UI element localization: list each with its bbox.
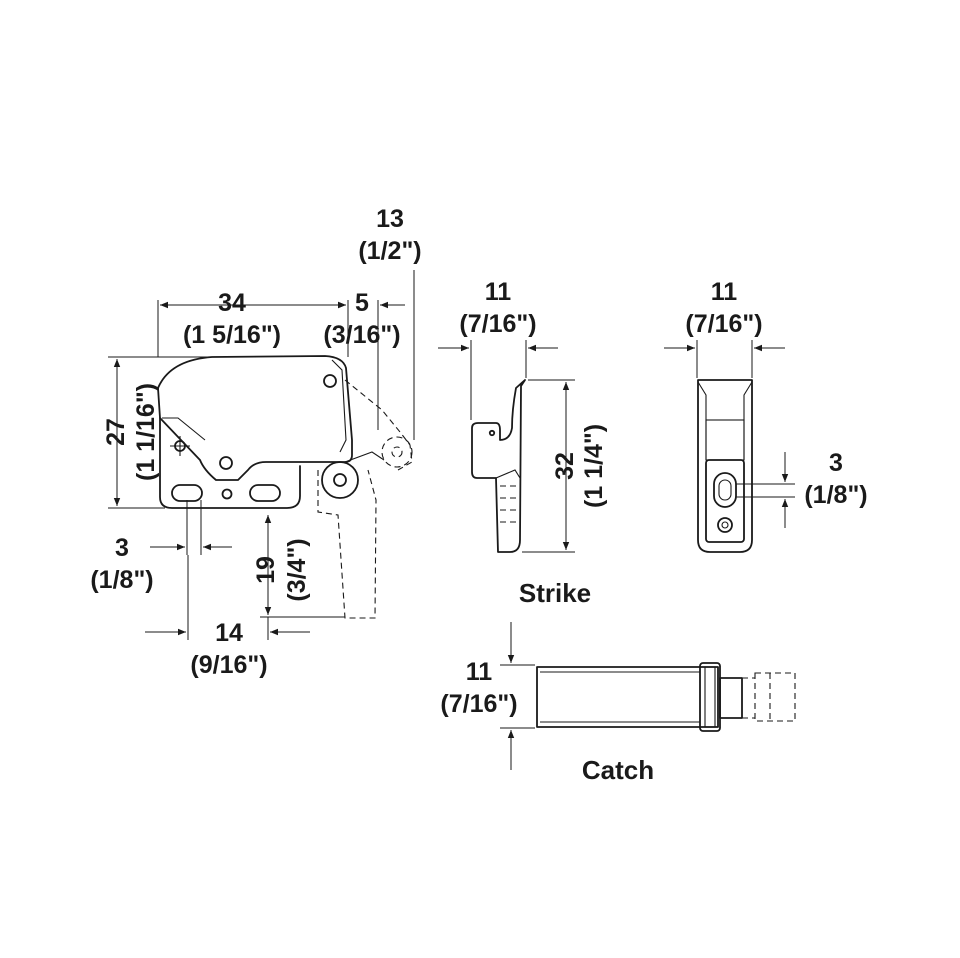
dim-32-mm: 32 [551,452,579,480]
dimension-catch-height-11: 11 (7/16") [440,622,535,770]
catch-label: Catch [582,755,654,785]
dimension-travel-13: 13 (1/2") [358,205,422,440]
dim-catch-11-inch: (7/16") [440,690,517,718]
catch-top-view [536,662,796,732]
dim-14-mm: 14 [215,619,243,647]
dim-front-11-mm: 11 [711,278,738,306]
dim-5-mm: 5 [355,289,369,317]
dimension-width-34: 34 (1 5/16") [157,289,349,357]
dim-front-3-inch: (1/8") [804,481,867,509]
dim-34-inch: (1 5/16") [183,321,281,349]
dimension-strike-height-32: 32 (1 1/4") [522,379,608,553]
dim-3-mm: 3 [115,534,129,562]
dim-32-inch: (1 1/4") [580,424,608,508]
dim-3-inch: (1/8") [90,566,153,594]
dim-34-mm: 34 [218,289,246,317]
dimension-spacing-14: 14 (9/16") [145,555,310,679]
dimension-height-27: 27 (1 1/16") [102,356,212,509]
dimension-front-width-11: 11 (7/16") [664,278,785,378]
dim-13-inch: (1/2") [358,237,421,265]
dim-19-inch: (3/4") [283,538,311,601]
dim-front-3-mm: 3 [829,449,843,477]
latch-body-side-view [157,355,413,619]
dimension-depth-19: 19 (3/4") [252,515,345,618]
dimension-strike-width-11: 11 (7/16") [438,278,558,420]
dim-19-mm: 19 [252,556,280,584]
dim-27-inch: (1 1/16") [132,383,160,481]
dim-strike-11-inch: (7/16") [459,310,536,338]
strike-front-view [697,379,753,553]
strike-label: Strike [519,578,591,608]
dimension-front-slot-3: 3 (1/8") [736,449,868,528]
dim-catch-11-mm: 11 [466,658,493,686]
dim-front-11-inch: (7/16") [685,310,762,338]
dim-5-inch: (3/16") [323,321,400,349]
dim-13-mm: 13 [376,205,404,233]
dim-14-inch: (9/16") [190,651,267,679]
dimension-offset-5: 5 (3/16") [322,289,405,430]
dimension-slot-3: 3 (1/8") [90,500,232,594]
strike-side-view [471,379,526,553]
dim-27-mm: 27 [102,418,130,446]
dim-strike-11-mm: 11 [485,278,512,306]
